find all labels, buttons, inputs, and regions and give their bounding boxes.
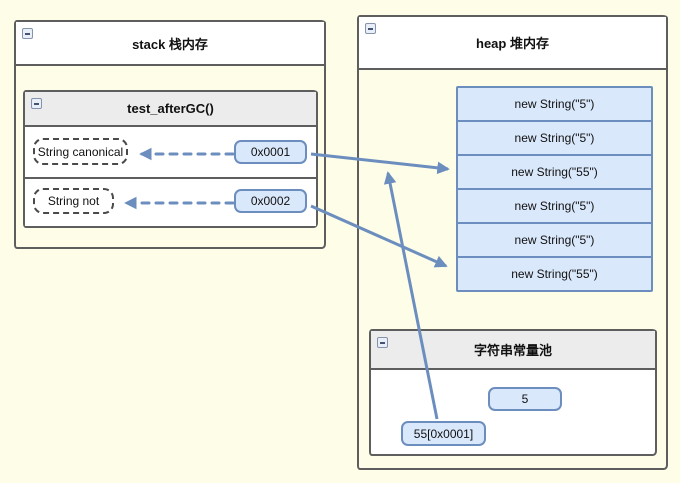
pointer-node-0x0002[interactable]: 0x0002 [234,189,307,213]
heap-object-cell[interactable]: new String("5") [458,222,651,256]
frame-row-not: String not 0x0002 [25,179,316,226]
stack-title-bar: stack 栈内存 [16,22,324,66]
variable-node-canonical[interactable]: String canonical [33,138,128,165]
minus-glyph [25,32,30,35]
collapse-icon[interactable] [31,98,42,109]
pool-title-bar: 字符串常量池 [371,331,655,370]
minus-glyph [380,341,385,344]
minus-glyph [34,102,39,105]
function-frame-title: test_afterGC() [127,101,214,116]
heap-object-cell[interactable]: new String("5") [458,120,651,154]
string-constant-pool[interactable]: 字符串常量池 5 55[0x0001] [369,329,657,456]
minus-glyph [368,27,373,30]
collapse-icon[interactable] [22,28,33,39]
heap-title-bar: heap 堆内存 [359,17,666,70]
function-frame[interactable]: test_afterGC() String canonical 0x0001 S… [23,90,318,228]
variable-node-not[interactable]: String not [33,188,114,214]
pool-entry-55[interactable]: 55[0x0001] [401,421,486,446]
pointer-node-0x0001[interactable]: 0x0001 [234,140,307,164]
pool-title: 字符串常量池 [473,343,552,358]
stack-title: stack 栈内存 [132,36,208,52]
heap-object-cell[interactable]: new String("5") [458,188,651,222]
heap-object-cell[interactable]: new String("55") [458,256,651,290]
pool-entry-5[interactable]: 5 [488,387,562,411]
heap-object-cell[interactable]: new String("55") [458,154,651,188]
heap-container[interactable]: heap 堆内存 [357,15,668,470]
collapse-icon[interactable] [365,23,376,34]
heap-object-stack: new String("5") new String("5") new Stri… [456,86,653,292]
stack-container[interactable]: stack 栈内存 [14,20,326,249]
heap-object-cell[interactable]: new String("5") [514,97,595,111]
function-frame-title-bar: test_afterGC() [25,92,316,127]
collapse-icon[interactable] [377,337,388,348]
frame-row-canonical: String canonical 0x0001 [25,127,316,179]
heap-title: heap 堆内存 [476,36,549,51]
